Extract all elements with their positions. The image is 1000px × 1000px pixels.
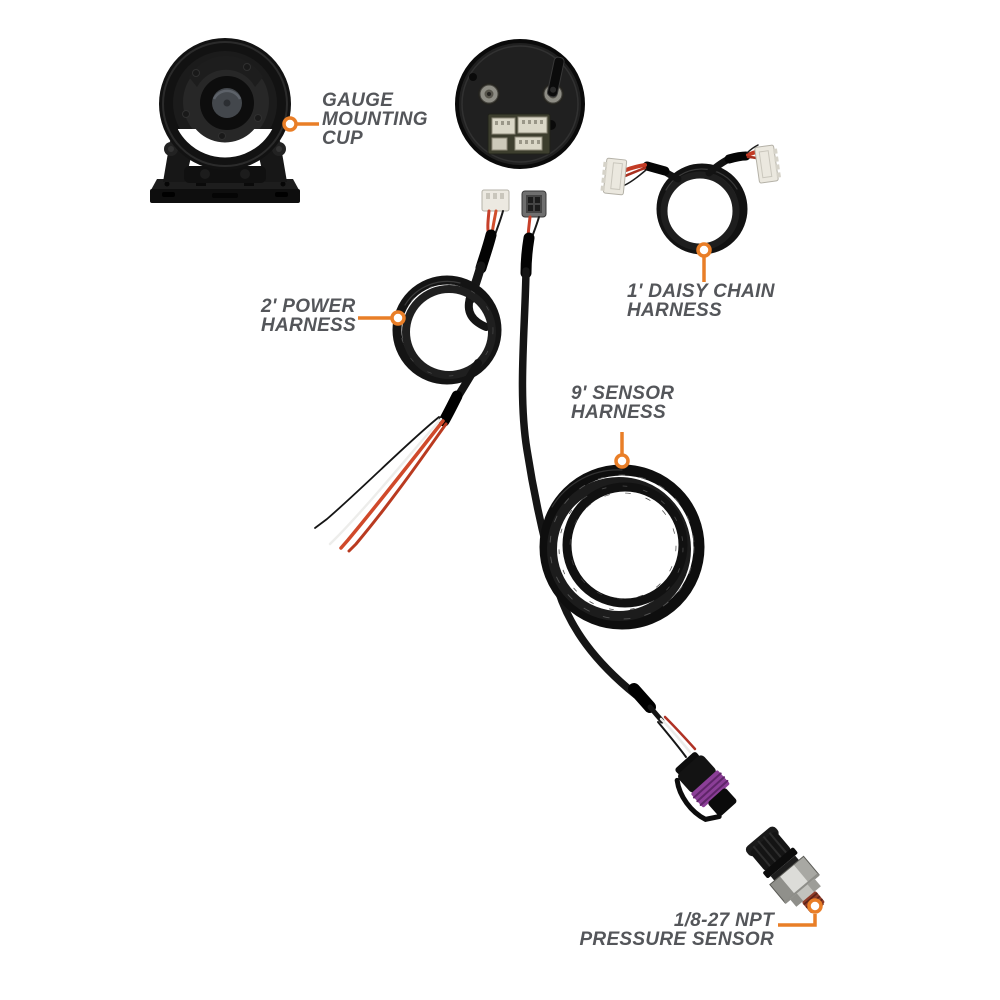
label-gauge-mounting-cup: GAUGE MOUNTING CUP <box>322 91 428 148</box>
label-power-harness: 2' POWER HARNESS <box>261 297 356 335</box>
callout-pressure-sensor <box>778 898 823 927</box>
callout-daisy-chain-harness <box>696 242 712 282</box>
sensor-plug-connector <box>674 752 737 823</box>
label-daisy-chain-harness: 1' DAISY CHAIN HARNESS <box>627 282 775 320</box>
sensor-coil <box>539 464 705 630</box>
gauge-connector-block <box>487 113 551 155</box>
label-pressure-sensor: 1/8-27 NPT PRESSURE SENSOR <box>579 911 774 949</box>
sensor-harness-photo <box>518 190 737 823</box>
vent-hole <box>469 73 477 81</box>
label-sensor-harness: 9' SENSOR HARNESS <box>571 384 674 422</box>
screw-terminal-left <box>478 83 500 105</box>
callout-sensor-harness <box>614 432 630 469</box>
power-harness-photo <box>314 189 510 553</box>
callout-pointers <box>282 116 823 927</box>
gauge-mounting-cup-photo <box>150 38 300 203</box>
gauge-back-photo <box>455 39 585 169</box>
daisy-connector-right <box>754 144 781 184</box>
label-line: GAUGE <box>322 90 394 111</box>
callout-power-harness <box>358 310 406 326</box>
label-line: HARNESS <box>627 300 723 321</box>
cup-body <box>159 38 291 170</box>
sensor-harness-connector-top <box>521 190 547 218</box>
sensor-bare-wires <box>657 715 697 758</box>
label-line: 9' SENSOR <box>571 383 675 404</box>
label-line: 2' POWER <box>261 296 356 317</box>
label-line: HARNESS <box>261 315 357 336</box>
pressure-sensor-photo <box>745 826 825 913</box>
power-coil <box>392 275 502 385</box>
label-line: CUP <box>322 128 364 149</box>
power-connector <box>481 189 510 212</box>
label-line: 1/8-27 NPT <box>673 910 774 931</box>
daisy-chain-harness-photo <box>600 144 781 255</box>
power-bare-wires <box>314 416 448 553</box>
label-line: MOUNTING <box>322 109 428 130</box>
mount-slot <box>546 56 565 98</box>
label-line: 1' DAISY CHAIN <box>627 281 775 302</box>
daisy-connector-left <box>600 157 628 196</box>
callout-gauge-mounting-cup <box>282 116 319 132</box>
label-line: PRESSURE SENSOR <box>579 929 774 950</box>
label-line: HARNESS <box>571 402 667 423</box>
